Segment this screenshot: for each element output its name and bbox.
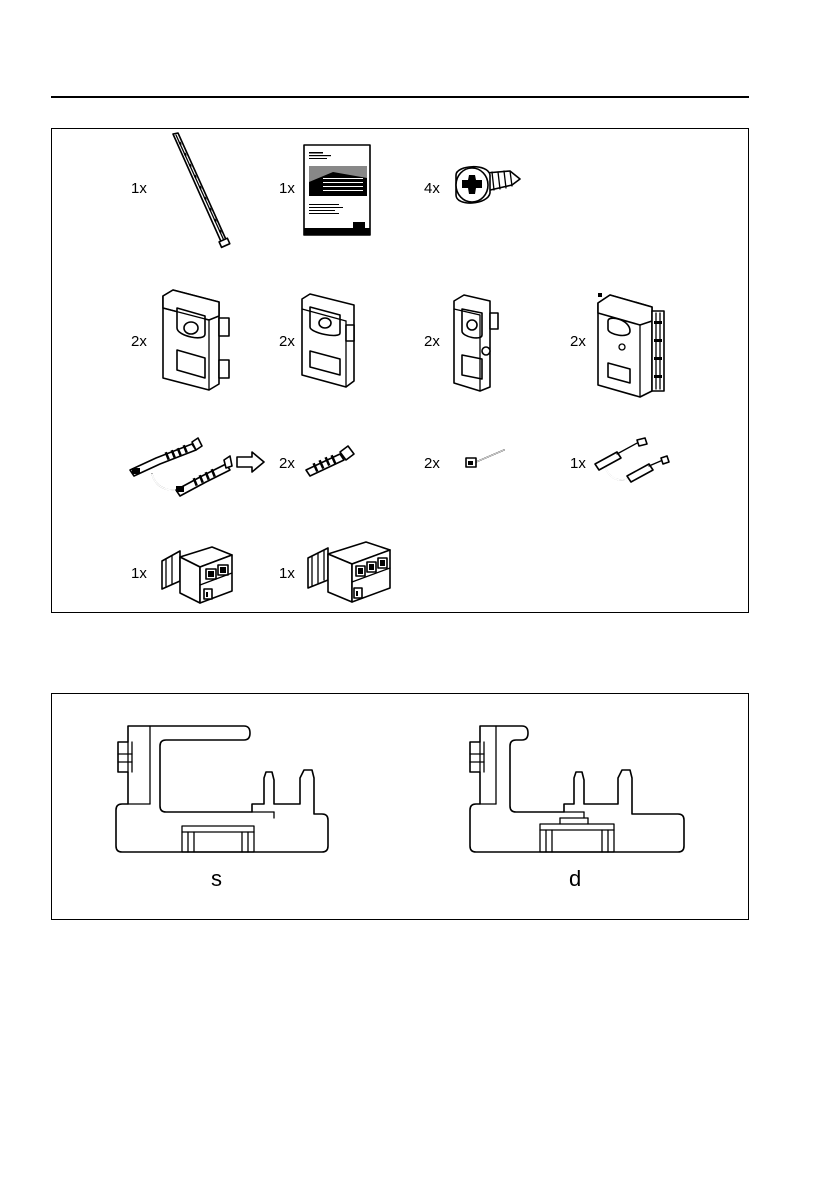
qty-bracket-c: 2x [424, 334, 440, 349]
manual-booklet-icon [303, 144, 371, 236]
profile-double-icon [468, 724, 686, 854]
mounting-bracket-a-icon [159, 288, 235, 392]
header-rule [51, 96, 749, 98]
cable-clip-icon [304, 444, 356, 478]
qty-connector-3pin: 1x [279, 566, 295, 581]
qty-bridge-clip: 1x [570, 456, 586, 471]
profile-single-label: s [211, 868, 222, 890]
rod-icon [170, 132, 235, 252]
qty-bracket-d: 2x [570, 334, 586, 349]
qty-rod: 1x [131, 181, 147, 196]
bridge-clip-icon [593, 436, 669, 490]
qty-cable-clip: 2x [279, 456, 295, 471]
connector-3pin-icon [306, 536, 394, 610]
qty-pin: 2x [424, 456, 440, 471]
qty-manual: 1x [279, 181, 295, 196]
qty-screw: 4x [424, 181, 440, 196]
connector-2pin-icon [160, 541, 238, 609]
torx-screw-icon [452, 161, 524, 207]
qty-bracket-a: 2x [131, 334, 147, 349]
profile-single-icon [114, 724, 330, 854]
mounting-bracket-c-icon [450, 291, 502, 393]
mounting-bracket-b-icon [300, 293, 360, 389]
pin-icon [464, 446, 508, 472]
qty-bracket-b: 2x [279, 334, 295, 349]
profile-double-label: d [569, 868, 581, 890]
cable-clip-assembly-icon [126, 432, 232, 500]
arrow-right-icon [236, 451, 266, 473]
qty-connector-2pin: 1x [131, 566, 147, 581]
mounting-bracket-d-icon [594, 291, 668, 399]
